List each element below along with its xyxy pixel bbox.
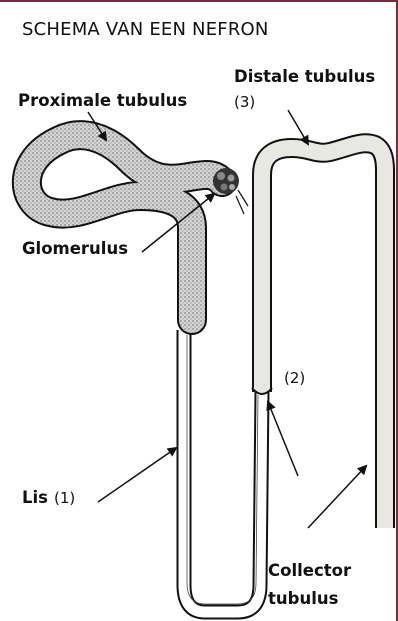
label-distale-tubulus: Distale tubulus <box>234 68 375 87</box>
glomerulus-body <box>213 168 239 194</box>
label-glomerulus: Glomerulus <box>22 240 128 259</box>
glomerulus-icon <box>213 168 248 214</box>
loop-of-henle <box>184 330 262 612</box>
afferent-vessel <box>236 190 248 214</box>
glomerulus-capillary <box>217 172 225 180</box>
distal-tubulus-fill <box>262 143 385 528</box>
loop-of-henle-lumen <box>184 330 262 612</box>
glomerulus-capillary <box>228 175 235 182</box>
distal-tubulus <box>262 143 385 528</box>
glomerulus-capillary <box>229 184 235 190</box>
glomerulus-capillary <box>221 184 228 191</box>
label-collector-line1: Collector <box>268 562 351 581</box>
label-lis-number: (1) <box>54 490 75 507</box>
arrow-2 <box>268 402 298 476</box>
loop-of-henle-inner-line <box>187 335 258 604</box>
arrow-collector <box>308 466 366 528</box>
label-collector-line2: tubulus <box>268 590 338 609</box>
label-lis: Lis <box>22 489 48 508</box>
label-number-2: (2) <box>284 370 305 387</box>
arrow-lis <box>98 448 176 502</box>
page-title: SCHEMA VAN EEN NEFRON <box>22 20 269 41</box>
label-proximale-tubulus: Proximale tubulus <box>18 92 187 111</box>
label-distale-number: (3) <box>234 94 255 111</box>
